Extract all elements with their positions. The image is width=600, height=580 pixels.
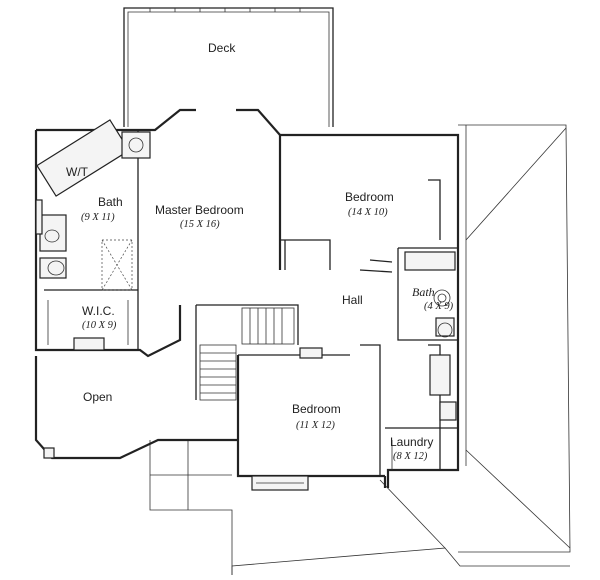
laundry-label: Laundry (390, 435, 433, 449)
bath-2-size: (4 X 9) (424, 301, 454, 312)
hall-label: Hall (342, 293, 363, 307)
bath-2-fixtures (404, 251, 456, 338)
interior-walls (44, 130, 458, 476)
master-bath-fixtures (36, 119, 151, 351)
master-bath-label: Bath (98, 195, 123, 209)
stairs (199, 307, 323, 401)
bedroom-2-label: Bedroom (292, 402, 341, 416)
wic-label: W.I.C. (82, 304, 115, 318)
exterior-walls (34, 108, 460, 488)
bedroom-1-size: (14 X 10) (348, 207, 388, 218)
windows (35, 199, 309, 491)
master-bath-size: (9 X 11) (81, 212, 115, 223)
roof-outline (149, 124, 571, 575)
deck (123, 7, 334, 127)
wt-label: W/T (66, 165, 89, 179)
deck-label: Deck (208, 41, 236, 55)
master-bedroom-label: Master Bedroom (155, 203, 244, 217)
room-labels: Deck W/T Bath (9 X 11) Master Bedroom (1… (66, 41, 454, 462)
bath-2-label: Bath (412, 285, 435, 299)
laundry-size: (8 X 12) (393, 451, 428, 462)
wic-size: (10 X 9) (82, 320, 117, 331)
bedroom-1-label: Bedroom (345, 190, 394, 204)
open-label: Open (83, 390, 112, 404)
bedroom-2-size: (11 X 12) (296, 420, 335, 431)
laundry-fixtures (391, 354, 457, 470)
master-bedroom-size: (15 X 16) (180, 219, 220, 230)
